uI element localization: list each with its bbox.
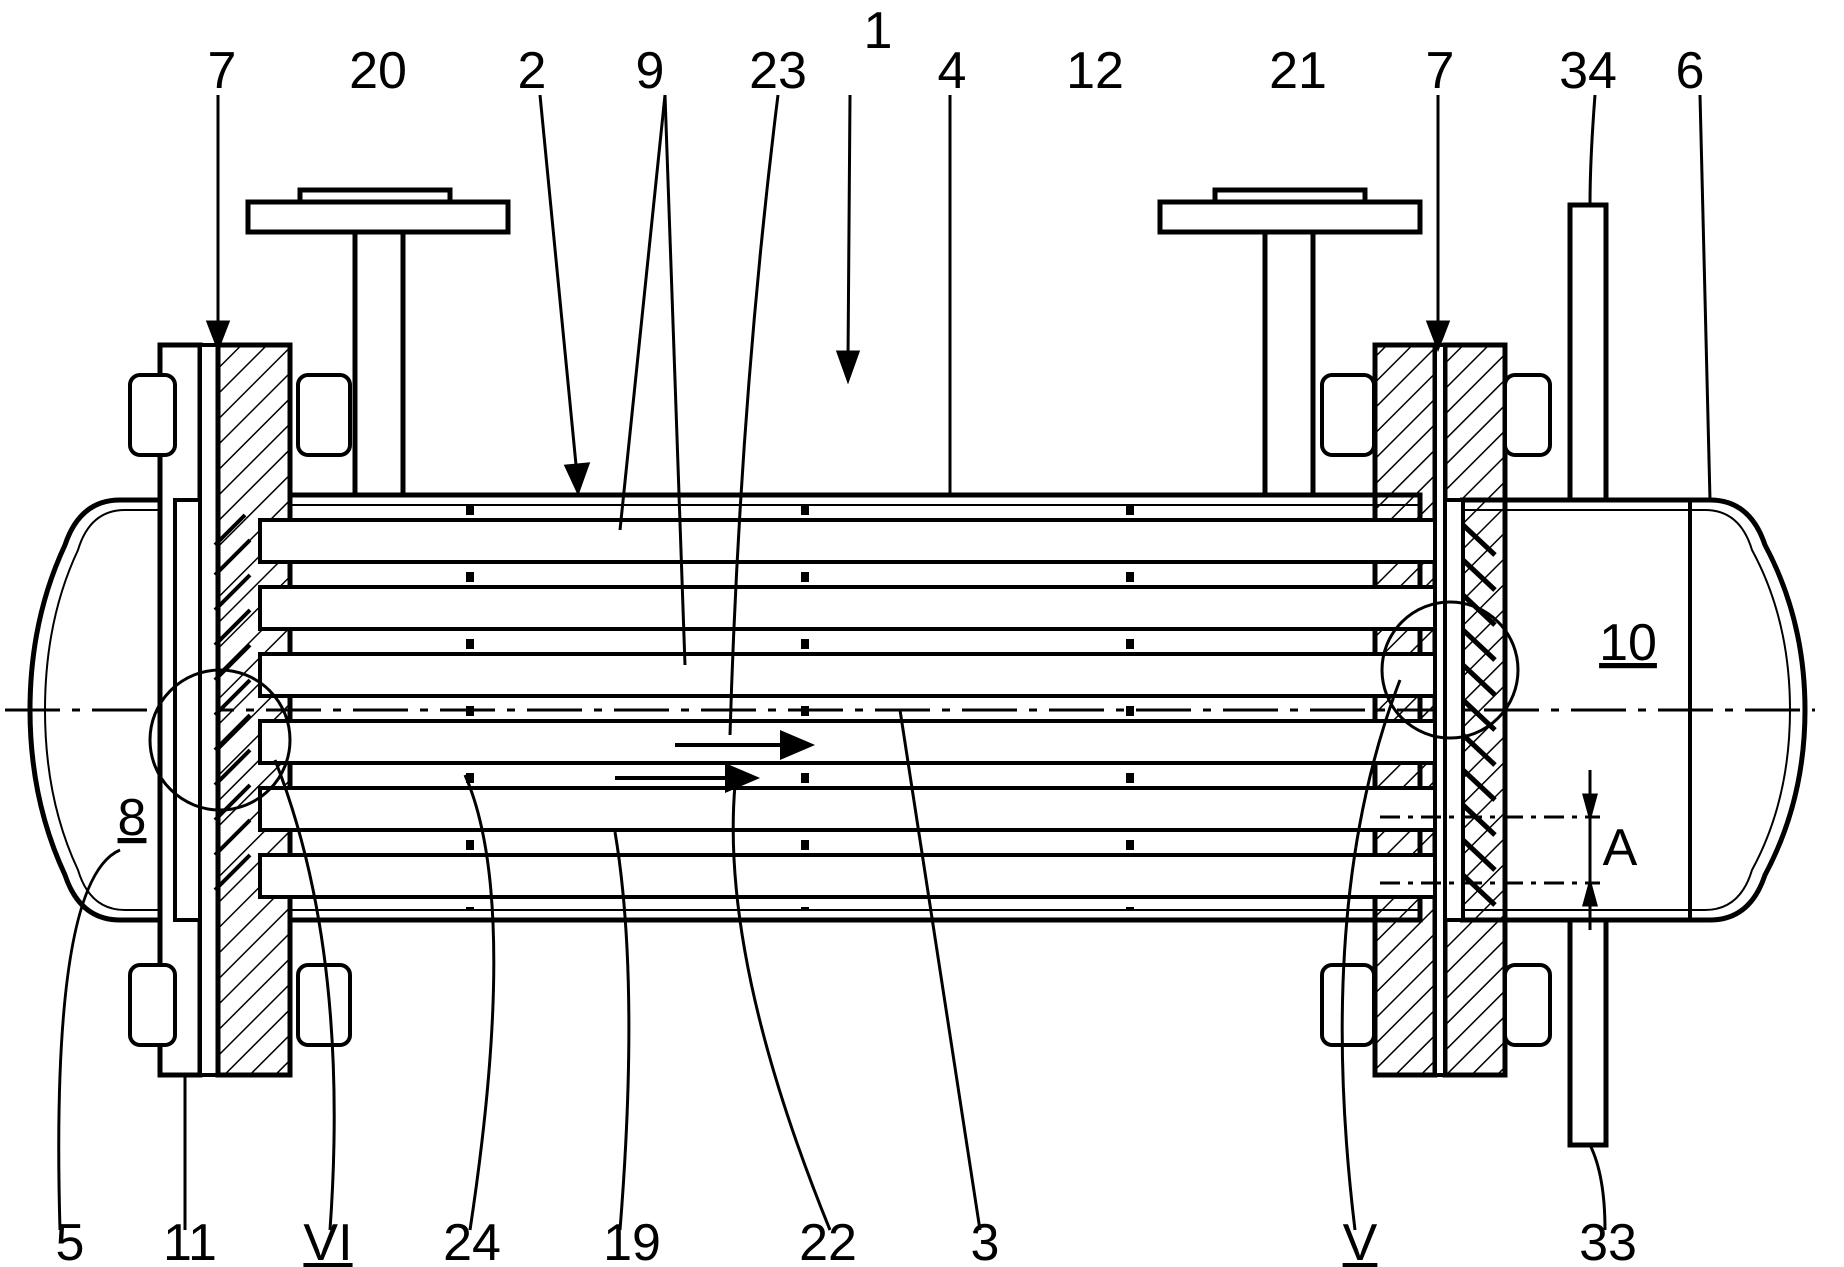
left-head-flange [173,498,202,922]
label-24: 24 [443,1214,501,1267]
label-19: 19 [603,1214,661,1267]
label-23: 23 [749,42,807,100]
right-plate [1443,498,1465,922]
label-10: 10 [1599,614,1657,672]
pipe-34 [1567,202,1609,503]
label-8: 8 [118,789,147,847]
flow-arrows [615,729,816,794]
label-vi: VI [303,1214,352,1267]
pipe-33 [1567,917,1609,1148]
label-6: 6 [1676,42,1705,100]
label-dim-a: A [1603,819,1638,877]
label-34: 34 [1559,42,1617,100]
label-1: 1 [864,2,893,60]
nozzle-21 [1157,187,1423,498]
right-head-inner [1460,509,1792,911]
right-fins [1461,523,1497,907]
bolts [128,373,1552,1047]
tube-bundle [258,518,1437,899]
left-head-inner [43,509,175,911]
label-3: 3 [971,1214,1000,1267]
label-4: 4 [938,42,967,100]
label-20: 20 [349,42,407,100]
label-33: 33 [1579,1214,1637,1267]
left-tube-sheet [198,343,220,1077]
leader-lines [57,94,1712,1231]
label-v: V [1343,1214,1378,1267]
label-7-right: 7 [1426,42,1455,100]
label-22: 22 [799,1214,857,1267]
label-9: 9 [636,42,665,100]
label-7-left: 7 [208,42,237,100]
label-5: 5 [56,1214,85,1267]
detail-circle-v [1380,600,1520,740]
left-head [27,497,175,923]
label-21: 21 [1269,42,1327,100]
nozzle-20 [245,187,511,498]
left-flange-hatched [215,342,293,1078]
right-flange-hatched-a [1372,342,1438,1078]
baffle-marks [466,505,1134,910]
label-12: 12 [1066,42,1124,100]
detail-circle-vi [148,668,292,812]
left-tube-ends [213,513,252,892]
dimension-a [1380,770,1600,930]
label-2: 2 [518,42,547,100]
right-head [1460,497,1808,923]
label-11: 11 [163,1214,217,1267]
